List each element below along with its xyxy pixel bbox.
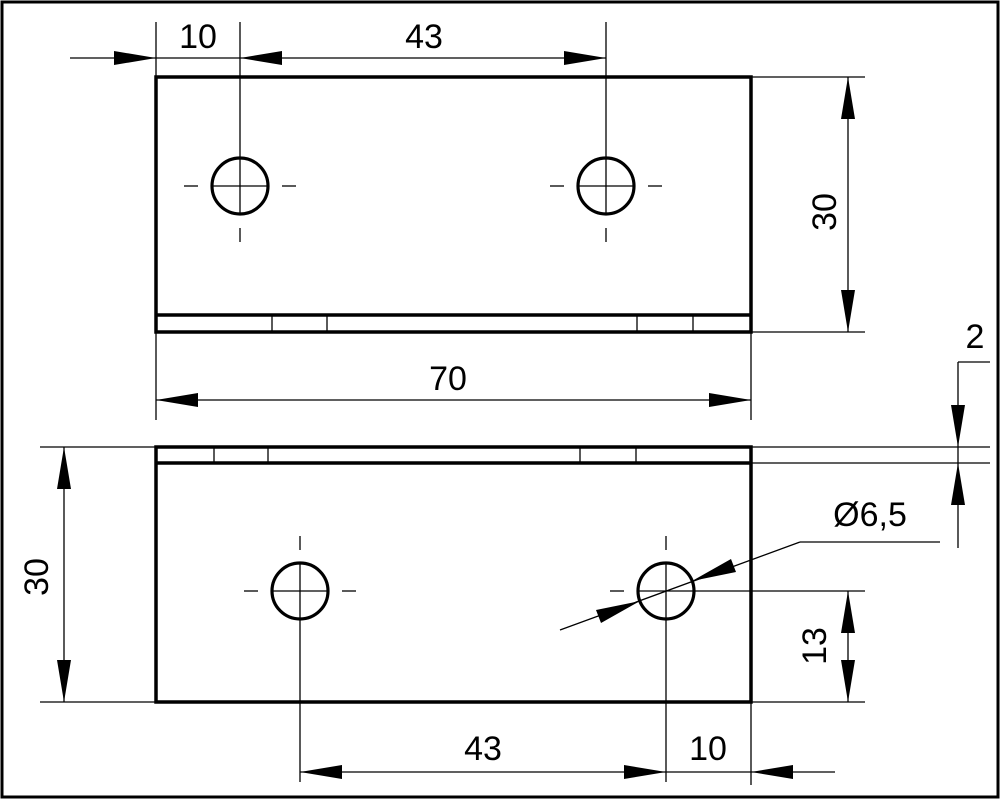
bottom-view: 30 2 Ø6,5 13 (18, 318, 990, 785)
top-dim-10-label: 10 (179, 18, 217, 56)
top-view-center-lines (184, 22, 662, 242)
bottom-dim-diameter-label: Ø6,5 (833, 496, 907, 534)
top-dim-edge-hole: 10 43 (70, 18, 606, 77)
bottom-dim-43-label: 43 (464, 730, 502, 768)
top-view-outline (154, 75, 753, 334)
bottom-dim-13-label: 13 (796, 627, 834, 665)
top-dim-length: 70 (155, 332, 752, 420)
bottom-dim-hole-height: 13 (751, 591, 865, 703)
top-dim-height: 30 (751, 76, 865, 333)
top-dim-43-label: 43 (405, 18, 443, 56)
bottom-view-flange-ticks (213, 447, 637, 463)
bottom-dim-spacing: 43 10 (300, 702, 835, 785)
top-view-flange-ticks (271, 315, 694, 332)
bottom-dim-2-label: 2 (966, 318, 985, 356)
bottom-view-center-lines (244, 536, 865, 782)
bottom-dim-thickness: 2 (751, 318, 990, 548)
bottom-view-outline (154, 445, 753, 704)
top-dim-30-label: 30 (806, 193, 844, 231)
bottom-dim-10-label: 10 (689, 730, 727, 768)
bottom-dim-30-label: 30 (18, 558, 56, 596)
top-view: 10 43 30 70 (70, 18, 865, 420)
bottom-dim-hole-diameter: Ø6,5 (559, 496, 940, 631)
top-dim-70-label: 70 (429, 360, 467, 398)
bottom-dim-height: 30 (18, 446, 156, 703)
